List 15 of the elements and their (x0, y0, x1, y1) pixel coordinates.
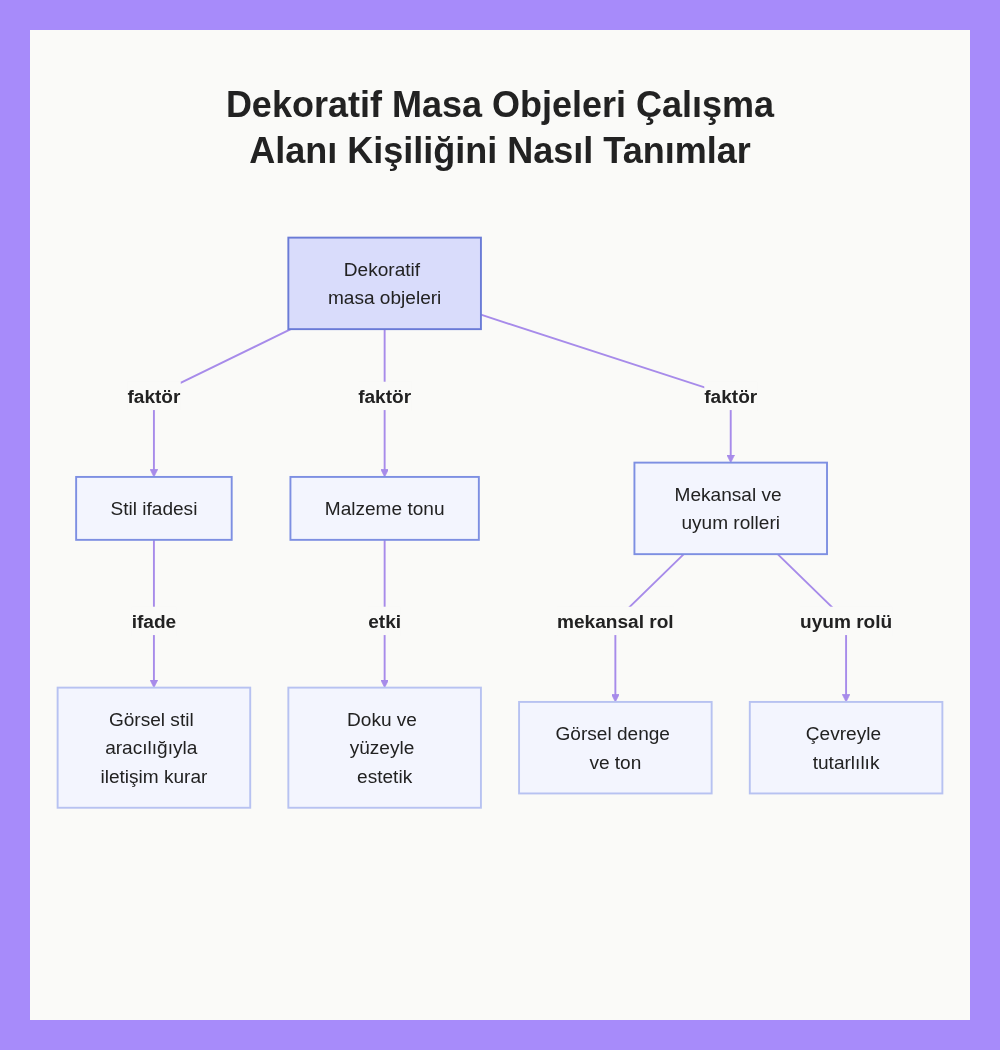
process-box: Malzeme tonu (289, 475, 480, 541)
process-box: Doku ve yüzeyle estetik (287, 686, 482, 809)
edge-label: uyum rolü (800, 606, 893, 636)
process-box: Stil ifadesi (75, 475, 233, 541)
process-box: Mekansal ve uyum rolleri (633, 461, 828, 556)
process-box: Dekoratif masa objeleri (287, 236, 482, 331)
edge-label: ifade (131, 606, 177, 636)
process-box: Görsel stil aracılığıyla iletişim kurar (56, 686, 252, 809)
process-box: Görsel denge ve ton (518, 700, 713, 795)
edge-label: faktör (127, 381, 181, 411)
edge-label: faktör (358, 381, 412, 411)
edge-label: etki (368, 606, 402, 636)
edge-label: mekansal rol (557, 606, 674, 636)
process-box: Çevreyle tutarlılık (748, 700, 944, 795)
title: Dekoratif Masa Objeleri Çalışma Alanı Kişiliğini Nasıl Tanımlar (224, 83, 776, 173)
